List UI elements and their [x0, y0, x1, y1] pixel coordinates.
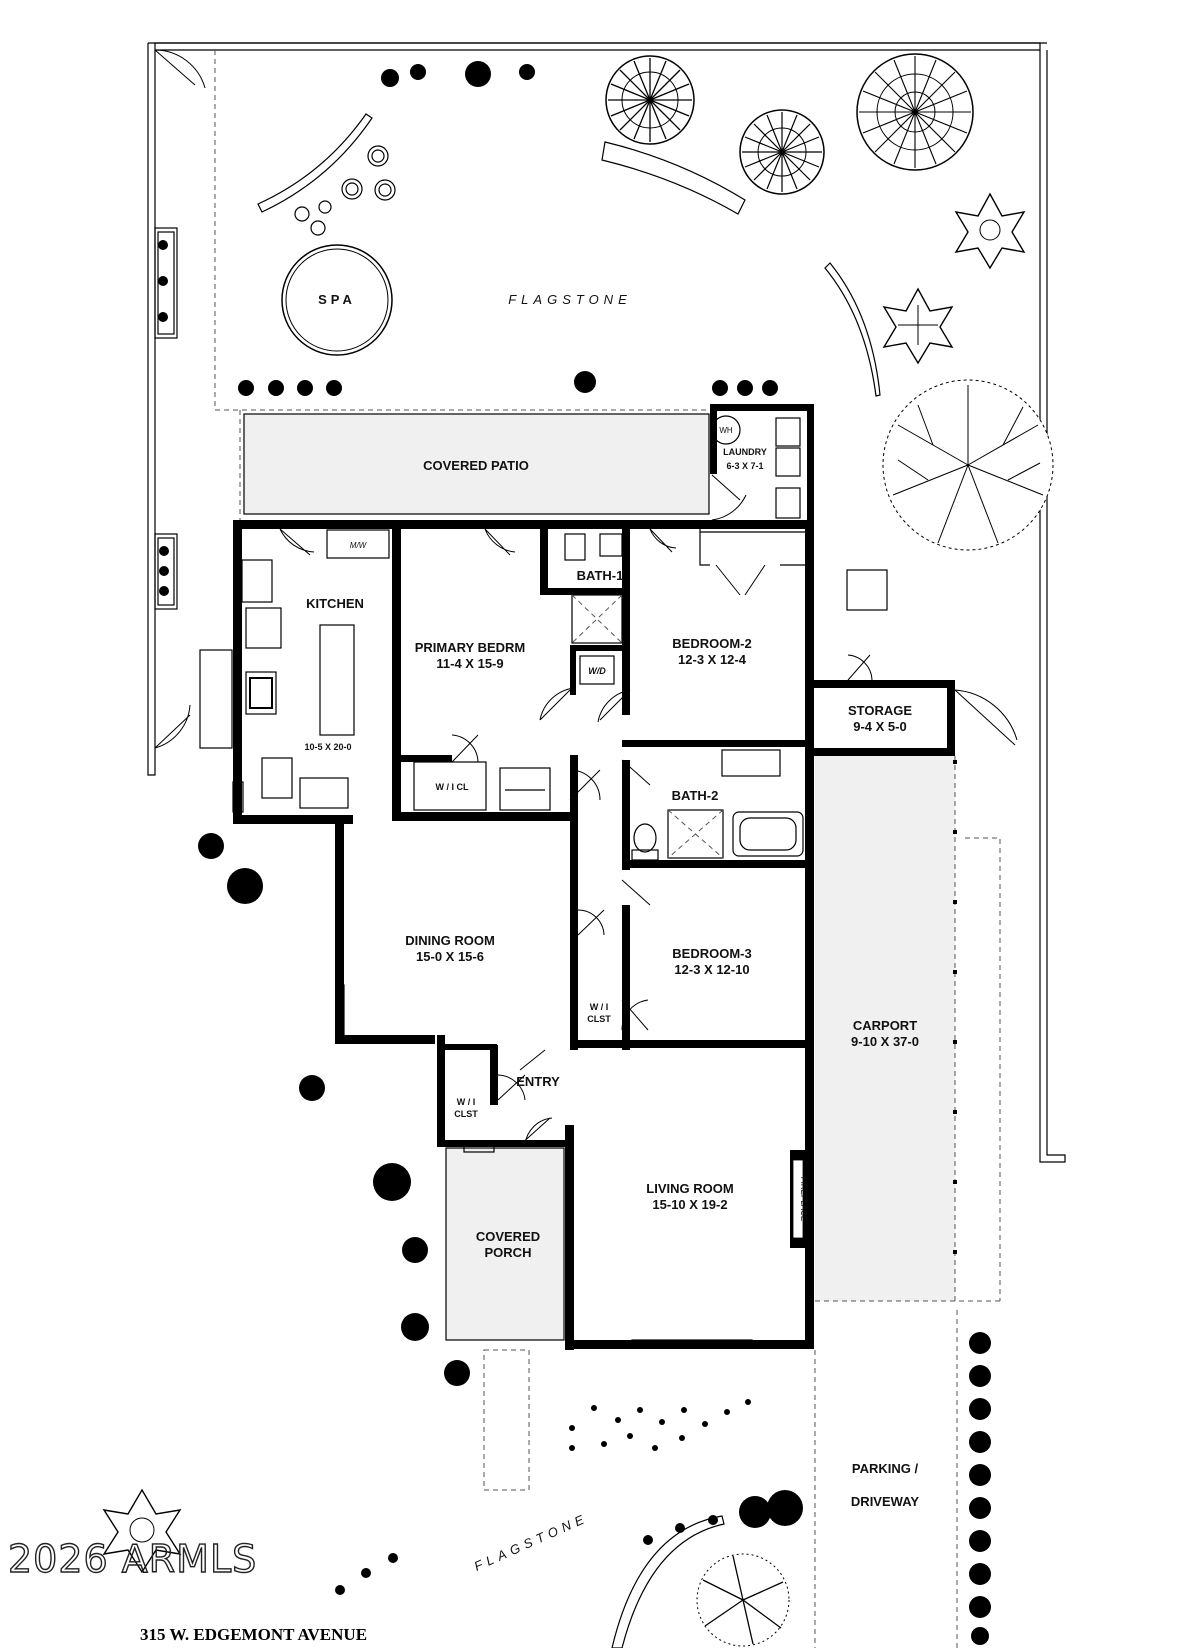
- laundry-size: 6-3 X 7-1: [726, 461, 763, 471]
- doors: [279, 528, 873, 1146]
- covered-porch-line2: PORCH: [485, 1245, 532, 1260]
- carport-size: 9-10 X 37-0: [851, 1034, 919, 1049]
- bath-1-label: BATH-1: [577, 568, 624, 583]
- living-room: LIVING ROOM 15-10 X 19-2 FIREPLACE: [631, 1150, 808, 1347]
- living-room-label: LIVING ROOM: [646, 1181, 733, 1196]
- bedroom-2: BEDROOM-2 12-3 X 12-4: [672, 636, 751, 667]
- dining-room-label: DINING ROOM: [405, 933, 495, 948]
- living-room-size: 15-10 X 19-2: [652, 1197, 727, 1212]
- watermark: 2026 ARMLS: [8, 1537, 257, 1581]
- storage-size: 9-4 X 5-0: [853, 719, 906, 734]
- kitchen-label: KITCHEN: [306, 596, 364, 611]
- covered-patio-label: COVERED PATIO: [423, 458, 529, 473]
- bath-2-label: BATH-2: [672, 788, 719, 803]
- walk-in-closet-label: W / I CL: [436, 782, 469, 792]
- covered-patio: COVERED PATIO: [243, 413, 710, 515]
- bedroom-3-closet-line1: W / I: [590, 1002, 609, 1012]
- primary-bedroom-size: 11-4 X 15-9: [436, 656, 503, 671]
- water-heater-label: WH: [719, 426, 733, 435]
- microwave-label: M/W: [350, 541, 368, 550]
- fireplace-label: FIREPLACE: [799, 1177, 808, 1221]
- property-lines: [147, 42, 1066, 1163]
- bedroom-3-size: 12-3 X 12-10: [674, 962, 749, 977]
- carport-label: CARPORT: [853, 1018, 917, 1033]
- primary-bedroom: PRIMARY BEDRM 11-4 X 15-9 W / I CL: [413, 640, 551, 811]
- entry-closet-line2: CLST: [454, 1109, 478, 1119]
- curved-benches: [257, 113, 881, 397]
- spa-label: SPA: [318, 292, 356, 307]
- kitchen-fixtures: M/W KITCHEN 10-5 X 20-0: [232, 529, 390, 813]
- covered-porch: COVERED PORCH: [445, 1145, 573, 1341]
- flagstone-label-top: FLAGSTONE: [508, 292, 632, 307]
- bedroom-2-size: 12-3 X 12-4: [678, 652, 747, 667]
- bedroom-3-label: BEDROOM-3: [672, 946, 751, 961]
- yard-dashed-outline: [214, 50, 712, 525]
- bedroom-3-closet-line2: CLST: [587, 1014, 611, 1024]
- parking-line1: PARKING /: [852, 1461, 919, 1476]
- kitchen-size: 10-5 X 20-0: [304, 742, 351, 752]
- entry-closet-line1: W / I: [457, 1097, 476, 1107]
- trees-back-yard: [158, 53, 1054, 611]
- parking-line2: DRIVEWAY: [851, 1494, 919, 1509]
- laundry: WH LAUNDRY 6-3 X 7-1: [710, 404, 814, 524]
- primary-bedroom-label: PRIMARY BEDRM: [415, 640, 526, 655]
- entry-label: ENTRY: [516, 1074, 560, 1089]
- carport: CARPORT 9-10 X 37-0: [805, 756, 1001, 1302]
- dining-room-size: 15-0 X 15-6: [416, 949, 484, 964]
- address: 315 W. EDGEMONT AVENUE: [140, 1625, 367, 1644]
- flagstone-label-bottom: FLAGSTONE: [472, 1510, 591, 1574]
- entry: ENTRY W / I CLST: [454, 1074, 560, 1119]
- dining-room: DINING ROOM 15-0 X 15-6: [335, 933, 495, 1036]
- storage-label: STORAGE: [848, 703, 912, 718]
- washer-dryer-label: W/D: [588, 666, 606, 676]
- bath-1: BATH-1 W/D: [564, 533, 624, 685]
- bedroom-3: BEDROOM-3 12-3 X 12-10 W / I CLST: [587, 921, 813, 1024]
- covered-porch-line1: COVERED: [476, 1229, 540, 1244]
- bath-2: BATH-2: [631, 749, 804, 861]
- house-walls: [233, 520, 955, 1350]
- bedroom-2-label: BEDROOM-2: [672, 636, 751, 651]
- spa: SPA: [281, 244, 393, 356]
- storage: STORAGE 9-4 X 5-0: [848, 703, 912, 734]
- stepping-stones: [294, 145, 396, 236]
- laundry-label: LAUNDRY: [723, 447, 767, 457]
